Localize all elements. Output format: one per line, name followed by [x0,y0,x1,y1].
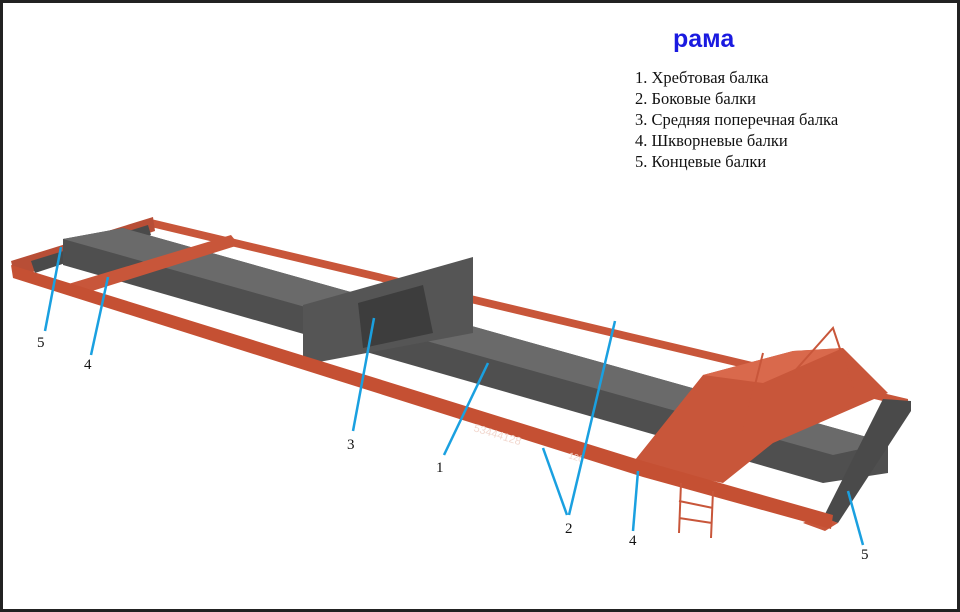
legend-item: 4. Шкворневые балки [635,131,788,150]
legend-item: 3. Средняя поперечная балка [635,110,839,129]
callout-label-4-right: 4 [629,533,637,549]
far-side-beam [151,219,908,407]
frame-illustration: 53444128 120 [11,217,911,546]
near-side-beam [11,265,833,529]
center-sill-top [63,228,888,455]
right-end-beam [823,399,911,523]
callout-label-2: 2 [565,521,573,537]
right-bolster [631,348,888,483]
callout-label-1: 1 [436,460,444,476]
callout-label-4-left: 4 [84,357,92,373]
callout-label-5-right: 5 [861,547,869,563]
middle-cross-beam-shade [358,285,433,348]
callout-label-5-left: 5 [37,335,45,351]
legend-item: 1. Хребтовая балка [635,68,769,87]
legend-item: 2. Боковые балки [635,89,756,108]
callout-lines [43,246,865,546]
diagram-title: рама [673,25,735,53]
legend: 1. Хребтовая балка 2. Боковые балки 3. С… [635,67,838,172]
step-ladder [678,482,714,539]
callout-label-3: 3 [347,437,355,453]
handrail [742,326,854,434]
left-bolster [65,235,239,297]
legend-item: 5. Концевые балки [635,152,767,171]
beam-code: 120 [567,450,584,464]
